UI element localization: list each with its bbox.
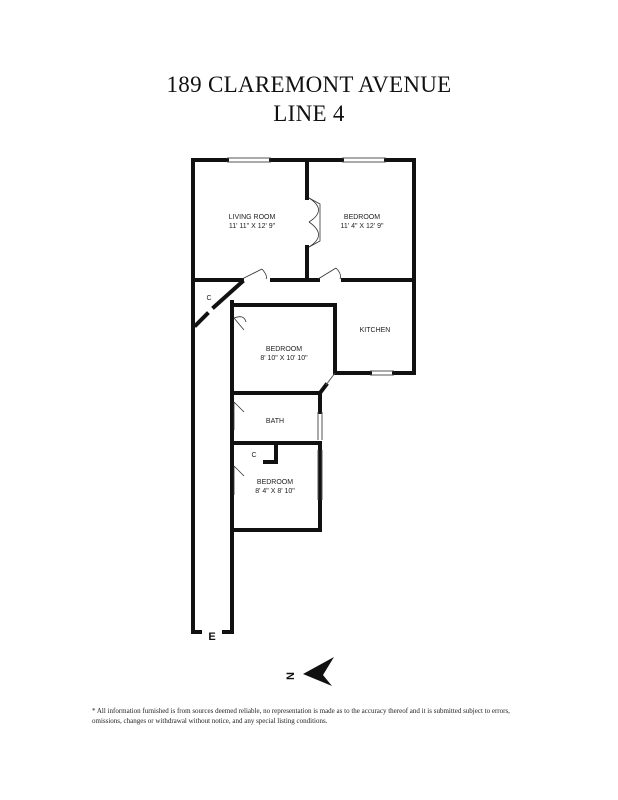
room-name-bath: BATH: [266, 418, 284, 425]
room-dims-bedroom-2: 8' 10" X 10' 10": [260, 355, 308, 362]
page-subtitle: LINE 4: [273, 101, 345, 126]
walls: [191, 158, 416, 634]
room-dims-bedroom-3: 8' 4" X 8' 10": [255, 488, 295, 495]
compass-north-label: N: [285, 672, 297, 680]
entrance-label: E: [208, 631, 215, 643]
room-name-living: LIVING ROOM: [229, 214, 276, 221]
closet-label-hall: C: [206, 295, 211, 302]
windows: [227, 157, 394, 500]
room-name-kitchen: KITCHEN: [360, 327, 391, 334]
room-name-bedroom-3: BEDROOM: [257, 479, 293, 486]
room-name-bedroom-1: BEDROOM: [344, 214, 380, 221]
room-name-bedroom-2: BEDROOM: [266, 346, 302, 353]
room-dims-living: 11' 11" X 12' 9": [229, 223, 276, 230]
room-dims-bedroom-1: 11' 4" X 12' 9": [341, 223, 384, 230]
closet-label-bedroom-3: C: [251, 452, 256, 459]
disclaimer-text: * All information furnished is from sour…: [92, 707, 510, 725]
page-title: 189 CLAREMONT AVENUE: [166, 72, 452, 97]
compass-icon: N: [285, 657, 334, 686]
doors: [233, 197, 341, 495]
